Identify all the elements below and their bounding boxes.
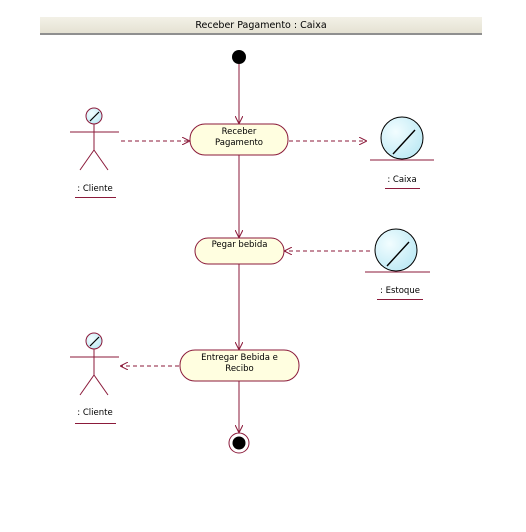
object-underline bbox=[377, 299, 423, 300]
actor-label-cliente-top: : Cliente bbox=[77, 184, 113, 194]
actor-cliente-top[interactable] bbox=[70, 107, 119, 171]
activity-label-receber: Receber Pagamento bbox=[215, 127, 263, 148]
object-estoque[interactable] bbox=[365, 228, 430, 273]
object-label-caixa: : Caixa bbox=[387, 175, 417, 185]
actor-head-icon bbox=[85, 332, 103, 350]
activity-label-pegar: Pegar bebida bbox=[211, 240, 268, 250]
entity-icon bbox=[374, 228, 418, 272]
actor-underline bbox=[75, 423, 116, 424]
object-label-estoque: : Estoque bbox=[380, 286, 420, 296]
initial-node bbox=[232, 50, 246, 64]
actor-head-icon bbox=[85, 107, 103, 125]
object-caixa[interactable] bbox=[370, 116, 434, 161]
diagram-title: Receber Pagamento : Caixa bbox=[40, 17, 482, 35]
activity-label-entregar: Entregar Bebida e Recibo bbox=[201, 353, 278, 374]
object-underline bbox=[385, 188, 420, 189]
final-node-core bbox=[232, 436, 246, 450]
actor-underline bbox=[75, 197, 116, 198]
actor-cliente-bottom[interactable] bbox=[70, 332, 119, 396]
actor-label-cliente-bottom: : Cliente bbox=[77, 408, 113, 418]
entity-icon bbox=[380, 116, 424, 160]
